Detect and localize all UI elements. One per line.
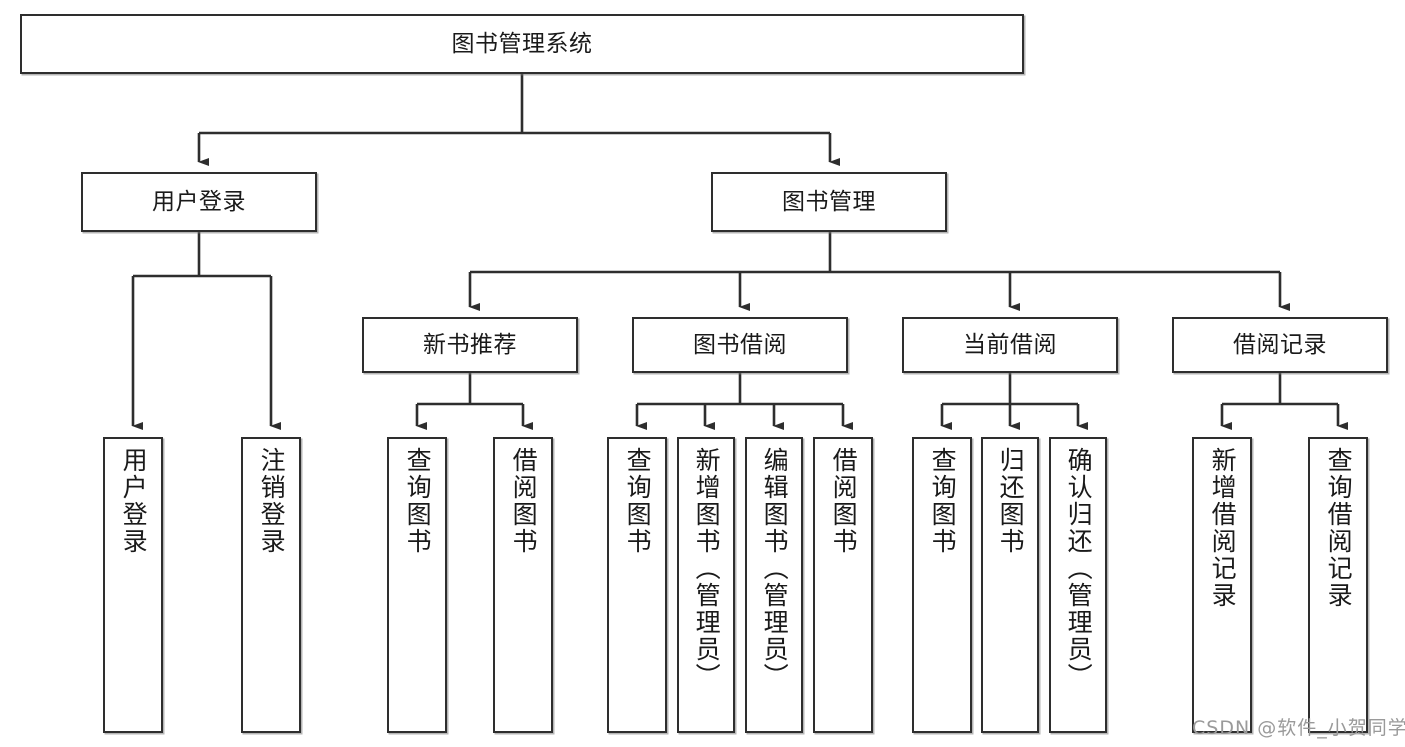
- node-label: 图书管理: [782, 188, 876, 215]
- node-label: 编辑图书（管理员）: [760, 447, 790, 690]
- leaf-new-book-query-book[interactable]: 查询图书: [387, 437, 447, 733]
- node-label: 用户登录: [119, 447, 149, 555]
- leaf-borrow-record-query-record[interactable]: 查询借阅记录: [1308, 437, 1368, 733]
- leaf-current-borrow-confirm-return-admin[interactable]: 确认归还（管理员）: [1049, 437, 1107, 733]
- leaf-current-borrow-query-book[interactable]: 查询图书: [912, 437, 972, 733]
- node-label: 图书管理系统: [451, 30, 593, 57]
- leaf-borrow-record-add-record[interactable]: 新增借阅记录: [1192, 437, 1252, 733]
- node-label: 图书借阅: [693, 331, 787, 358]
- node-label: 归还图书: [996, 447, 1026, 555]
- node-root-book-management-system[interactable]: 图书管理系统: [20, 14, 1024, 74]
- leaf-book-borrow-add-book-admin[interactable]: 新增图书（管理员）: [677, 437, 735, 733]
- node-label: 新增图书（管理员）: [692, 447, 722, 690]
- node-current-borrow[interactable]: 当前借阅: [902, 317, 1118, 373]
- leaf-current-borrow-return-book[interactable]: 归还图书: [981, 437, 1039, 733]
- leaf-book-borrow-borrow-book[interactable]: 借阅图书: [813, 437, 873, 733]
- node-borrow-record[interactable]: 借阅记录: [1172, 317, 1388, 373]
- node-user-login[interactable]: 用户登录: [81, 172, 317, 232]
- node-label: 查询图书: [623, 447, 653, 555]
- node-label: 注销登录: [257, 447, 287, 555]
- node-label: 借阅图书: [509, 447, 539, 555]
- leaf-book-borrow-query-book[interactable]: 查询图书: [607, 437, 667, 733]
- node-label: 新书推荐: [423, 331, 517, 358]
- node-new-book-recommend[interactable]: 新书推荐: [362, 317, 578, 373]
- node-label: 查询图书: [928, 447, 958, 555]
- node-book-borrow[interactable]: 图书借阅: [632, 317, 848, 373]
- node-book-management[interactable]: 图书管理: [711, 172, 947, 232]
- node-label: 借阅记录: [1233, 331, 1327, 358]
- leaf-user-login-logout[interactable]: 注销登录: [241, 437, 301, 733]
- leaf-book-borrow-edit-book-admin[interactable]: 编辑图书（管理员）: [745, 437, 803, 733]
- node-label: 确认归还（管理员）: [1064, 447, 1094, 690]
- node-label: 当前借阅: [963, 331, 1057, 358]
- leaf-user-login-login[interactable]: 用户登录: [103, 437, 163, 733]
- node-label: 查询图书: [403, 447, 433, 555]
- node-label: 新增借阅记录: [1208, 447, 1238, 609]
- node-label: 查询借阅记录: [1324, 447, 1354, 609]
- node-label: 借阅图书: [829, 447, 859, 555]
- csdn-watermark: CSDN @软件_小贺同学: [1192, 717, 1405, 739]
- node-label: 用户登录: [152, 188, 246, 215]
- leaf-new-book-borrow-book[interactable]: 借阅图书: [493, 437, 553, 733]
